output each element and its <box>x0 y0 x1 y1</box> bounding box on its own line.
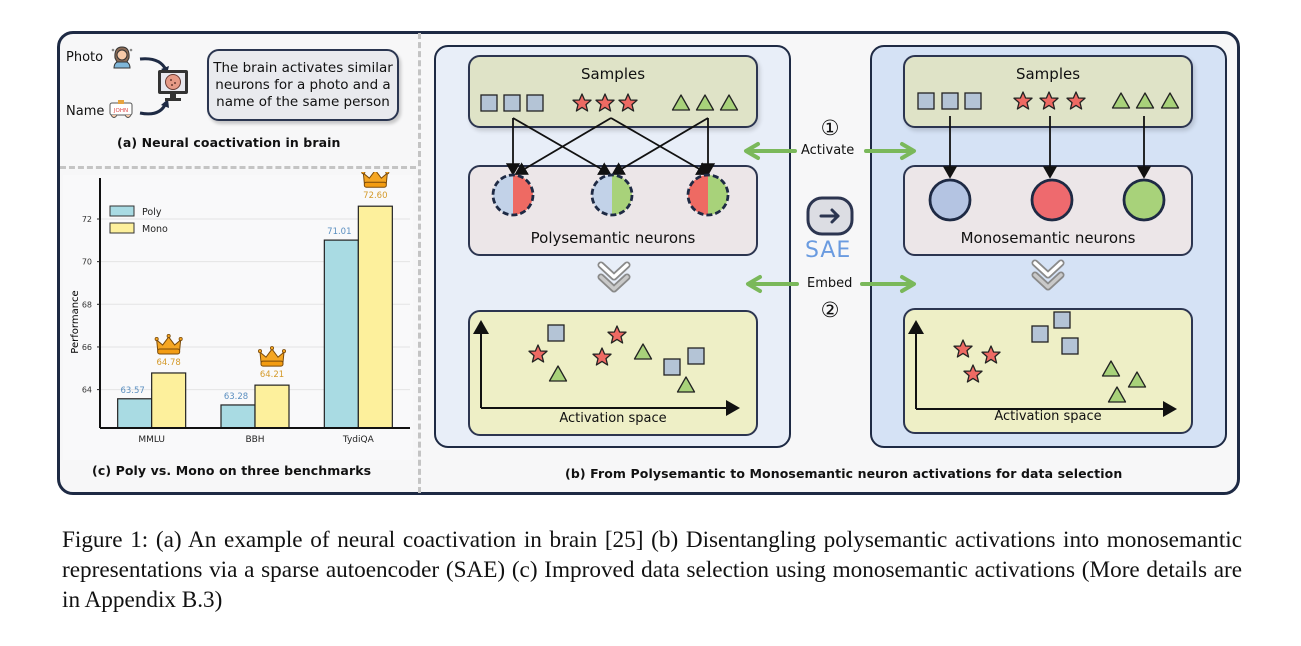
data-label-poly: 63.28 <box>224 392 248 402</box>
panel-a-caption: (a) Neural coactivation in brain <box>117 135 341 150</box>
monosemantic-neuron-triangle <box>1122 178 1166 222</box>
left-sample-triangles <box>671 94 739 111</box>
y-tick-label: 64 <box>82 386 92 395</box>
crown-icon <box>361 172 390 188</box>
left-scattered-points <box>528 324 705 393</box>
bar-mono <box>357 205 393 429</box>
name-tag-text: JOHN <box>113 108 128 114</box>
polysemantic-neuron-1 <box>491 173 535 217</box>
benchmark-bar-chart: 63.57 64.78 63.28 64.21 71.01 72.60 64 66 68 70 7… <box>63 172 413 460</box>
crown-icon <box>154 333 183 355</box>
right-samples-title: Samples <box>1015 65 1081 83</box>
right-samples-box: Samples <box>903 55 1193 128</box>
left-down-chevron-icon <box>601 265 627 289</box>
legend-swatch-poly <box>109 205 135 217</box>
polysemantic-neuron-3 <box>686 173 730 217</box>
monosemantic-mapping-arrows <box>942 116 1152 179</box>
embed-double-arrow <box>746 275 916 293</box>
bar-mono <box>254 384 290 429</box>
photo-label: Photo <box>66 50 104 65</box>
y-tick-label: 72 <box>82 215 92 224</box>
step-1-number: ① <box>820 116 840 140</box>
right-sample-triangles <box>1111 92 1180 109</box>
left-samples-box: Samples <box>468 55 758 128</box>
right-sample-stars <box>1013 91 1086 110</box>
person-photo-icon <box>110 44 134 74</box>
name-tag-icon: JOHN <box>108 99 134 121</box>
sae-label: SAE <box>805 238 852 263</box>
x-tick-label: TydiQA <box>342 435 375 445</box>
legend-label-poly: Poly <box>142 207 162 218</box>
figure-caption: Figure 1: (a) An example of neural coact… <box>62 527 1242 613</box>
data-label-mono: 72.60 <box>363 191 387 201</box>
data-label-mono: 64.78 <box>156 358 180 368</box>
legend-label-mono: Mono <box>142 224 168 235</box>
name-arrow-icon <box>139 99 169 116</box>
activate-label: Activate <box>800 143 856 158</box>
polysemantic-neurons-title: Polysemantic neurons <box>530 229 696 247</box>
left-samples-title: Samples <box>580 65 646 83</box>
left-sample-squares <box>480 94 544 112</box>
polysemantic-mapping-arrows <box>505 117 716 176</box>
right-clustered-points <box>953 311 1147 403</box>
monosemantic-neuron-star <box>1030 178 1074 222</box>
legend-swatch-mono <box>109 222 135 234</box>
step-2-number: ② <box>820 298 840 322</box>
y-axis-label: Performance <box>70 290 81 353</box>
brain-monitor-icon <box>155 67 191 107</box>
data-label-poly: 63.57 <box>120 386 144 396</box>
crown-icon <box>257 346 286 367</box>
right-down-chevron-icon <box>1035 263 1061 287</box>
x-tick-label: MMLU <box>138 435 165 445</box>
embed-label: Embed <box>806 276 854 291</box>
x-tick-label: BBH <box>245 435 264 445</box>
monosemantic-neuron-square <box>928 178 972 222</box>
bar-poly <box>117 398 153 429</box>
panel-c-caption: (c) Poly vs. Mono on three benchmarks <box>92 463 372 478</box>
right-sample-squares <box>917 92 982 110</box>
right-activation-space-title: Activation space <box>994 409 1102 424</box>
activate-double-arrow <box>744 142 916 160</box>
left-sample-stars <box>572 93 638 112</box>
y-tick-label: 68 <box>82 300 92 309</box>
bar-poly <box>323 239 359 429</box>
explanation-bubble: The brain activates similar neurons for … <box>207 49 399 121</box>
panel-b-shapes <box>473 91 1180 417</box>
data-label-poly: 71.01 <box>327 227 351 237</box>
y-tick-label: 66 <box>82 343 92 352</box>
data-label-mono: 64.21 <box>260 370 284 380</box>
vertical-divider <box>418 33 421 493</box>
left-activation-axes <box>473 320 740 416</box>
monosemantic-neurons-title: Monosemantic neurons <box>960 229 1136 247</box>
left-activation-space: Activation space <box>468 310 758 436</box>
left-activation-space-title: Activation space <box>559 411 667 426</box>
horizontal-divider <box>60 166 416 169</box>
y-tick-label: 70 <box>82 258 92 267</box>
sae-arrow-icon <box>806 196 854 236</box>
right-activation-axes <box>908 320 1177 417</box>
name-label: Name <box>66 104 105 119</box>
polysemantic-neuron-2 <box>590 173 634 217</box>
panel-b-caption: (b) From Polysemantic to Monosemantic ne… <box>565 466 1123 481</box>
